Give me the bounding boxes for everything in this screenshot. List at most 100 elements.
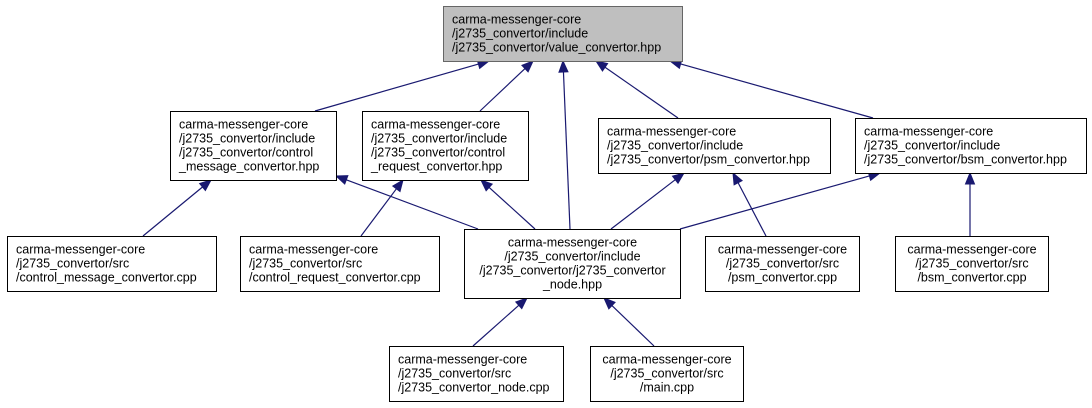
node-box (705, 236, 860, 292)
edge-line (604, 66, 679, 119)
node-label-line: /j2735_convertor/include (179, 132, 315, 146)
edge-layer (142, 59, 976, 347)
node-label-line: /j2735_convertor/j2735_convertor (479, 264, 665, 278)
node-control-message-convertor-cpp[interactable]: carma-messenger-core/j2735_convertor/src… (7, 236, 217, 292)
node-box (362, 111, 529, 181)
edge-line (610, 179, 676, 230)
edge-control-message-convertor-hpp-to-value-convertor-hpp (314, 59, 491, 112)
node-box (443, 6, 683, 62)
edge-j2735-convertor-node-hpp-to-psm-convertor-hpp (610, 172, 686, 230)
node-label-line: carma-messenger-core (371, 118, 500, 132)
edge-psm-convertor-hpp-to-value-convertor-hpp (594, 60, 679, 119)
node-label-line: /j2735_convertor/src (398, 367, 511, 381)
arrowhead-icon (391, 178, 404, 193)
node-label-line: _request_convertor.hpp (370, 160, 502, 174)
node-bsm-convertor-hpp[interactable]: carma-messenger-core/j2735_convertor/inc… (855, 118, 1087, 174)
edge-line (679, 175, 870, 230)
node-box (240, 236, 440, 292)
arrowhead-icon (480, 179, 494, 192)
node-label-line: carma-messenger-core (718, 243, 847, 257)
node-label-line: /j2735_convertor/psm_convertor.hpp (607, 153, 810, 167)
edge-control-request-convertor-cpp-to-control-request-convertor-hpp (360, 178, 404, 237)
node-box (895, 236, 1049, 292)
node-j2735-convertor-node-cpp[interactable]: carma-messenger-core/j2735_convertor/src… (389, 346, 564, 402)
node-main-cpp[interactable]: carma-messenger-core/j2735_convertor/src… (590, 346, 744, 402)
arrowhead-icon (334, 175, 349, 185)
arrowhead-icon (558, 59, 569, 73)
node-label-line: /control_request_convertor.cpp (249, 271, 421, 285)
arrowhead-icon (594, 60, 609, 72)
node-label-line: /j2735_convertor/include (607, 139, 743, 153)
node-bsm-convertor-cpp[interactable]: carma-messenger-core/j2735_convertor/src… (895, 236, 1049, 292)
node-label-line: _node.hpp (542, 278, 602, 292)
node-label-line: carma-messenger-core (452, 13, 581, 27)
node-psm-convertor-hpp[interactable]: carma-messenger-core/j2735_convertor/inc… (598, 118, 831, 174)
edge-line (346, 179, 479, 230)
edge-line (479, 68, 526, 112)
node-label-line: carma-messenger-core (602, 353, 731, 367)
node-box (464, 229, 681, 299)
node-value-convertor-hpp: carma-messenger-core/j2735_convertor/inc… (443, 6, 683, 62)
node-box (170, 111, 337, 181)
arrowhead-icon (671, 172, 686, 185)
edge-line (562, 71, 571, 230)
node-label-line: /j2735_convertor/include (864, 139, 1000, 153)
node-label-line: /j2735_convertor/include (504, 250, 640, 264)
edge-line (680, 63, 874, 119)
edge-line (488, 186, 536, 230)
node-j2735-convertor-node-hpp[interactable]: carma-messenger-core/j2735_convertor/inc… (464, 229, 681, 299)
edge-line (360, 188, 397, 237)
edge-main-cpp-to-j2735-convertor-node-hpp (603, 297, 655, 347)
node-label-line: /control_message_convertor.cpp (16, 271, 197, 285)
node-label-line: carma-messenger-core (179, 118, 308, 132)
arrowhead-icon (732, 171, 743, 186)
edge-j2735-convertor-node-cpp-to-j2735-convertor-node-hpp (472, 297, 528, 347)
node-label-line: /psm_convertor.cpp (728, 271, 837, 285)
node-label-line: /j2735_convertor/include (371, 132, 507, 146)
edge-control-message-convertor-cpp-to-control-message-convertor-hpp (142, 179, 213, 237)
node-label-line: /j2735_convertor/src (249, 257, 362, 271)
node-box (598, 118, 831, 174)
node-psm-convertor-cpp[interactable]: carma-messenger-core/j2735_convertor/src… (705, 236, 860, 292)
edge-j2735-convertor-node-hpp-to-control-message-convertor-hpp (334, 175, 479, 230)
edge-line (314, 63, 479, 112)
node-label-line: /j2735_convertor_node.cpp (398, 381, 550, 395)
arrowhead-icon (521, 60, 534, 73)
node-box (590, 346, 744, 402)
node-label-line: carma-messenger-core (249, 243, 378, 257)
node-label-line: carma-messenger-core (864, 125, 993, 139)
node-label-line: carma-messenger-core (607, 125, 736, 139)
node-box (855, 118, 1087, 174)
arrowhead-icon (198, 179, 213, 192)
arrowhead-icon (964, 171, 976, 185)
node-control-message-convertor-hpp[interactable]: carma-messenger-core/j2735_convertor/inc… (170, 111, 337, 181)
node-label-line: carma-messenger-core (16, 243, 145, 257)
edge-j2735-convertor-node-hpp-to-value-convertor-hpp (558, 59, 571, 230)
node-control-request-convertor-cpp[interactable]: carma-messenger-core/j2735_convertor/src… (240, 236, 440, 292)
edge-line (142, 186, 203, 237)
edge-bsm-convertor-cpp-to-bsm-convertor-hpp (964, 171, 976, 236)
node-label-line: /j2735_convertor/control (179, 146, 313, 160)
node-label-line: /j2735_convertor/src (915, 257, 1028, 271)
edge-line (611, 305, 655, 347)
edge-j2735-convertor-node-hpp-to-control-request-convertor-hpp (480, 179, 536, 230)
node-label-line: carma-messenger-core (508, 236, 637, 250)
node-label-line: carma-messenger-core (907, 243, 1036, 257)
node-box (7, 236, 217, 292)
node-label-line: /j2735_convertor/value_convertor.hpp (452, 41, 661, 55)
node-label-line: /main.cpp (640, 381, 694, 395)
node-label-line: _message_convertor.hpp (178, 160, 319, 174)
node-label-line: /j2735_convertor/include (452, 27, 588, 41)
node-box (389, 346, 564, 402)
node-label-line: /j2735_convertor/src (726, 257, 839, 271)
node-label-line: /j2735_convertor/src (610, 367, 723, 381)
node-label-line: /j2735_convertor/bsm_convertor.hpp (864, 153, 1067, 167)
edge-control-request-convertor-hpp-to-value-convertor-hpp (479, 60, 534, 112)
edge-psm-convertor-cpp-to-psm-convertor-hpp (732, 171, 767, 237)
node-layer: carma-messenger-core/j2735_convertor/inc… (7, 6, 1087, 402)
arrowhead-icon (514, 297, 528, 310)
edge-j2735-convertor-node-hpp-to-bsm-convertor-hpp (679, 171, 882, 230)
node-label-line: /j2735_convertor/src (16, 257, 129, 271)
node-control-request-convertor-hpp[interactable]: carma-messenger-core/j2735_convertor/inc… (362, 111, 529, 181)
